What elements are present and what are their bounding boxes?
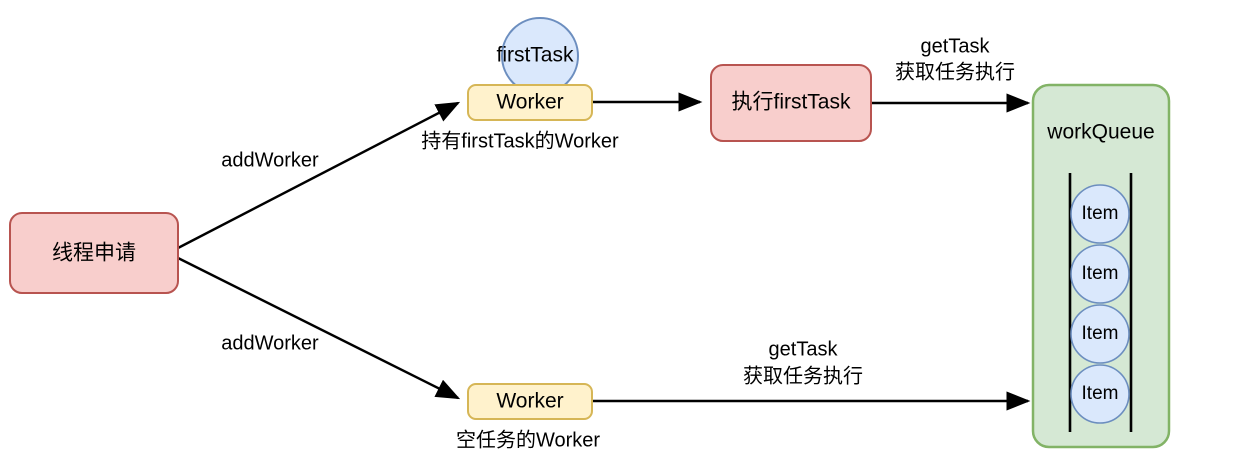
thread-request-box[interactable] — [9, 212, 179, 294]
edge-label-get-task-top: getTask 获取任务执行 — [895, 35, 1015, 83]
node-work-queue[interactable]: workQueue Item Item Item Item — [1031, 83, 1171, 449]
edge-label-get-task-bottom: getTask 获取任务执行 — [743, 338, 863, 387]
queue-item-label: Item — [1082, 203, 1119, 224]
edge-label-get-task-bottom-line2: 获取任务执行 — [743, 364, 863, 387]
worker-top-box[interactable] — [467, 84, 593, 121]
edge-label-get-task-top-line1: getTask — [921, 35, 991, 57]
queue-item-3[interactable]: Item — [1070, 304, 1130, 364]
queue-item-label: Item — [1082, 263, 1119, 284]
exec-first-task-label: 执行firstTask — [731, 91, 851, 114]
queue-item-4[interactable]: Item — [1070, 364, 1130, 424]
edge-label-get-task-top-line2: 获取任务执行 — [895, 60, 1015, 83]
node-worker-top[interactable]: Worker — [467, 84, 593, 121]
worker-bottom-caption: 空任务的Worker — [456, 428, 600, 451]
queue-item-circle[interactable] — [1070, 184, 1130, 244]
queue-item-2[interactable]: Item — [1070, 244, 1130, 304]
node-exec-first-task[interactable]: 执行firstTask — [710, 64, 872, 142]
edge-add-worker-top — [177, 101, 461, 250]
work-queue-label: workQueue — [1046, 121, 1154, 144]
edge-label-add-worker-bottom: addWorker — [221, 332, 319, 354]
queue-item-label: Item — [1082, 383, 1119, 404]
queue-item-circle[interactable] — [1070, 244, 1130, 304]
edge-label-add-worker-top: addWorker — [221, 149, 319, 171]
edge-add-worker-bottom — [177, 256, 461, 400]
worker-bottom-label: Worker — [496, 390, 563, 413]
exec-first-task-box[interactable] — [710, 64, 872, 142]
edge-label-get-task-bottom-line1: getTask — [769, 338, 839, 360]
queue-item-1[interactable]: Item — [1070, 184, 1130, 244]
edges-layer — [177, 92, 1031, 411]
worker-top-caption: 持有firstTask的Worker — [421, 129, 619, 152]
node-thread-request[interactable]: 线程申请 — [9, 212, 179, 294]
first-task-label: firstTask — [496, 44, 574, 67]
node-worker-bottom[interactable]: Worker — [467, 383, 593, 420]
queue-item-circle[interactable] — [1070, 364, 1130, 424]
worker-bottom-box[interactable] — [467, 383, 593, 420]
queue-item-label: Item — [1082, 323, 1119, 344]
thread-request-label: 线程申请 — [52, 242, 136, 265]
node-first-task[interactable]: firstTask — [496, 17, 579, 95]
worker-top-label: Worker — [496, 91, 563, 114]
queue-item-circle[interactable] — [1070, 304, 1130, 364]
